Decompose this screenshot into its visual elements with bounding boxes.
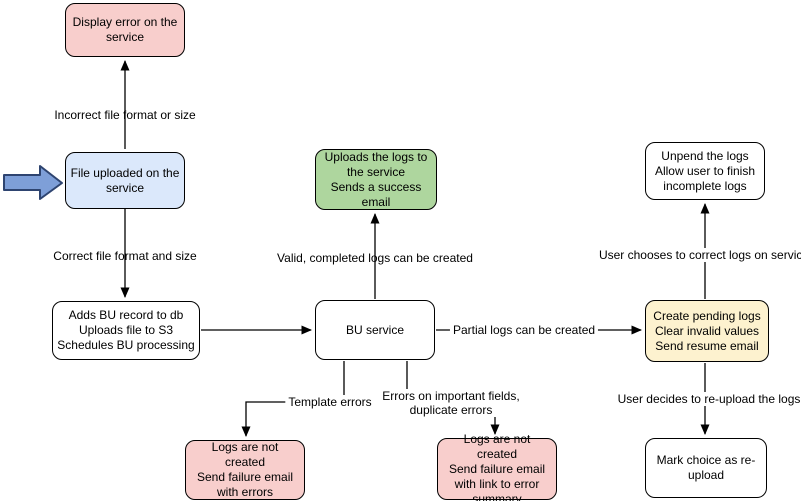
- edge-label-user-corrects: User chooses to correct logs on service: [595, 248, 801, 262]
- node-file-uploaded: File uploaded on the service: [65, 152, 185, 209]
- node-uploads-logs-success: Uploads the logs to the service Sends a …: [315, 149, 437, 210]
- node-create-pending-logs: Create pending logs Clear invalid values…: [645, 300, 769, 362]
- node-adds-bu-record: Adds BU record to db Uploads file to S3 …: [52, 301, 200, 360]
- edge-label-user-reuploads: User decides to re-upload the logs: [614, 392, 801, 406]
- edge-label-template-errors: Template errors: [285, 395, 375, 409]
- edge-label-correct-file: Correct file format and size: [53, 249, 197, 263]
- node-logs-not-created-summary: Logs are not created Send failure email …: [437, 432, 557, 501]
- node-logs-not-created-errors: Logs are not created Send failure email …: [185, 440, 305, 500]
- edge-label-important-fields: Errors on important fields, duplicate er…: [379, 389, 523, 417]
- edge-label-incorrect-file: Incorrect file format or size: [54, 108, 196, 122]
- node-unpend-logs: Unpend the logs Allow user to finish inc…: [645, 142, 765, 200]
- node-mark-choice-reupload: Mark choice as re- upload: [645, 438, 767, 498]
- edge-label-partial-logs: Partial logs can be created: [449, 323, 599, 337]
- node-bu-service: BU service: [315, 300, 435, 360]
- edge-label-valid-completed: Valid, completed logs can be created: [277, 251, 473, 265]
- entry-arrow-icon: [3, 165, 63, 200]
- node-display-error: Display error on the service: [65, 3, 185, 57]
